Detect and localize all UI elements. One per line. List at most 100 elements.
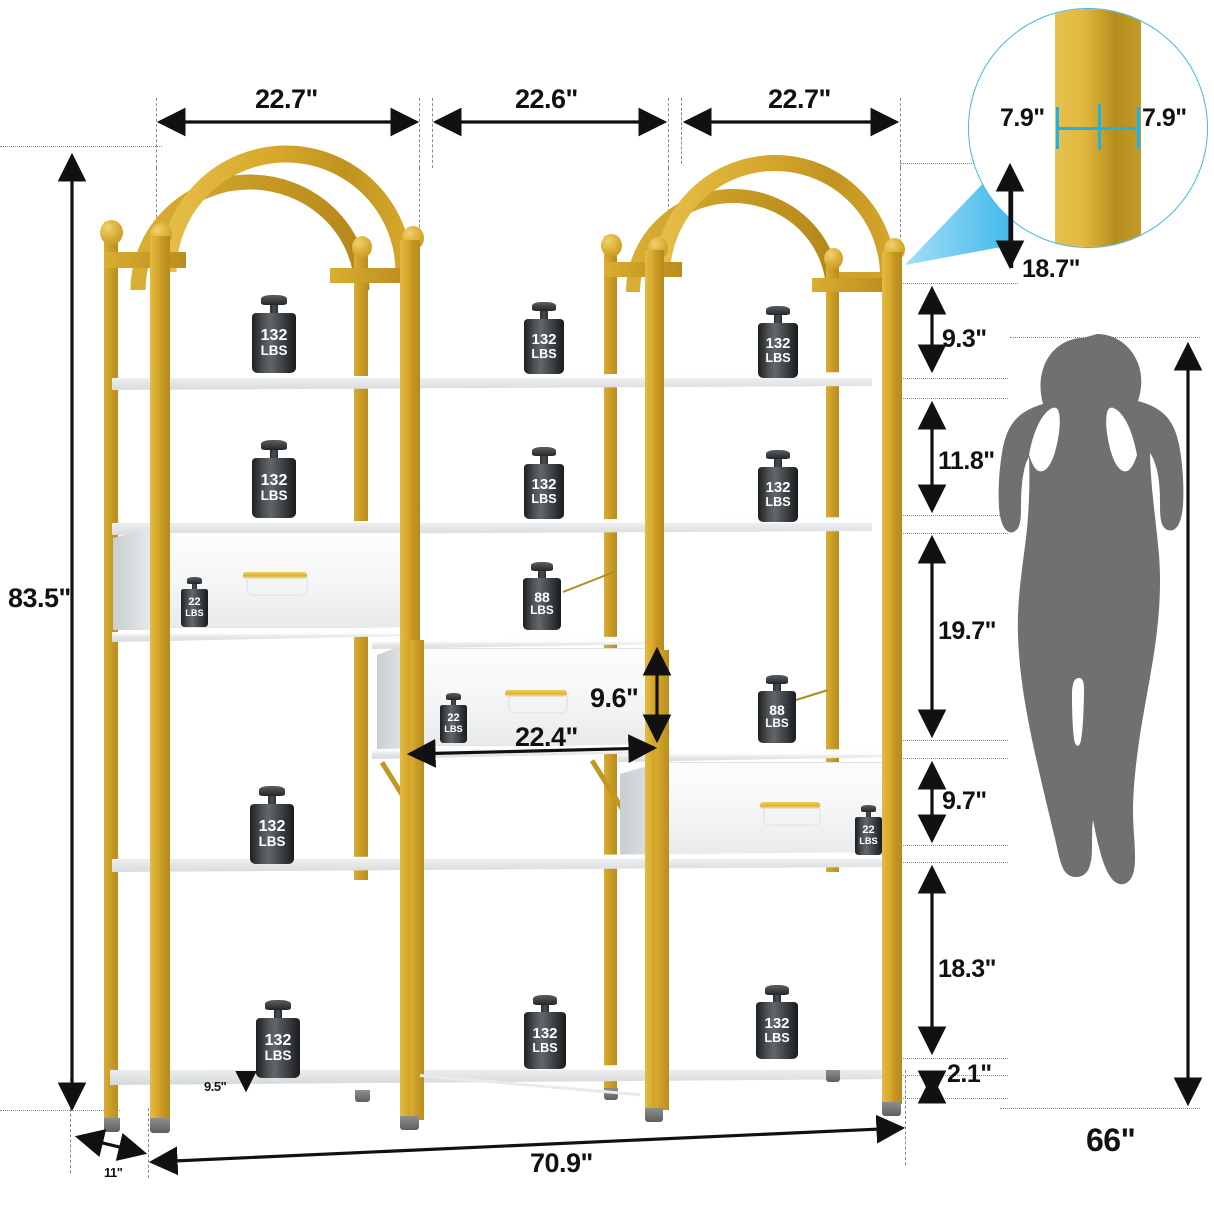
bottom-brace-left	[420, 1074, 640, 1100]
guide-line	[900, 168, 901, 278]
post-mid-left	[410, 640, 424, 1120]
weight-value: 132	[260, 471, 288, 489]
weight-icon: 132 LBS	[256, 1000, 300, 1078]
weight-body: 22 LBS	[855, 816, 882, 855]
bookshelf-illustration	[100, 145, 905, 1133]
center-drawer-handle[interactable]	[505, 690, 567, 697]
weight-neck	[540, 311, 548, 319]
post-mid-right	[655, 650, 669, 1110]
dim-arch-height: 18.7"	[1022, 255, 1081, 283]
weight-value: 132	[764, 1015, 790, 1033]
weight-neck	[191, 583, 198, 589]
dim-top-post-to-shelf: 9.3"	[942, 325, 987, 353]
dim-person-height: 66"	[1086, 1122, 1136, 1158]
guide-line	[898, 515, 1008, 516]
weight-unit: LBS	[258, 834, 286, 850]
right-drawer-handle[interactable]	[760, 802, 820, 809]
weight-body: 132 LBS	[758, 466, 798, 522]
left-drawer-side	[113, 528, 151, 630]
weight-icon: 22 LBS	[181, 577, 208, 627]
left-drawer-handle[interactable]	[243, 572, 307, 579]
weight-icon: 22 LBS	[440, 693, 467, 743]
weight-value: 22	[188, 596, 201, 609]
weight-unit: LBS	[859, 835, 878, 846]
weight-value: 132	[531, 330, 557, 348]
guide-line	[898, 1058, 1008, 1059]
weight-knob	[530, 562, 554, 571]
weight-body: 132 LBS	[758, 322, 798, 378]
weight-knob	[860, 805, 877, 812]
weight-knob	[764, 985, 790, 995]
foot	[355, 1090, 370, 1102]
weight-body: 132 LBS	[252, 312, 296, 373]
dim-depth: 11"	[104, 1165, 123, 1180]
weight-unit: LBS	[185, 607, 204, 618]
guide-line	[1000, 1108, 1200, 1109]
weight-unit: LBS	[260, 343, 288, 359]
guide-line	[898, 378, 1008, 379]
weight-value: 132	[531, 475, 557, 493]
guide-line	[898, 1098, 1008, 1099]
weight-knob	[186, 577, 203, 584]
guide-line	[898, 398, 1008, 399]
guide-line	[0, 146, 162, 147]
weight-neck	[538, 570, 546, 578]
dim-shelf-gap-4: 18.3"	[938, 955, 997, 983]
guide-line	[156, 98, 157, 168]
finial-ball	[824, 248, 843, 269]
weight-neck	[773, 683, 781, 691]
rail-top-left-2	[330, 268, 410, 283]
foot	[645, 1108, 663, 1122]
weight-neck	[269, 305, 279, 313]
arch-front-right	[654, 155, 896, 277]
weight-unit: LBS	[531, 491, 557, 506]
shelf-fourth-face	[112, 859, 896, 872]
weight-knob	[261, 440, 287, 451]
weight-icon: 132 LBS	[524, 447, 564, 519]
dim-shelf-gap-1: 11.8"	[938, 447, 995, 475]
guide-line	[898, 533, 1008, 534]
dim-center-bay-width: 22.6"	[515, 84, 578, 114]
weight-icon: 22 LBS	[855, 805, 882, 855]
callout-dim-line-right	[1099, 127, 1140, 130]
weight-unit: LBS	[530, 603, 554, 617]
weight-icon: 132 LBS	[252, 440, 296, 518]
dim-shelf-gap-2: 19.7"	[938, 617, 997, 645]
finial-ball	[601, 234, 622, 257]
weight-neck	[774, 315, 782, 323]
weight-icon: 132 LBS	[250, 786, 294, 864]
weight-value: 88	[534, 589, 550, 606]
post-front-left-outer	[150, 236, 170, 1120]
weight-icon: 88 LBS	[523, 562, 561, 630]
dim-total-height: 83.5"	[8, 583, 71, 613]
left-drawer-handle-shadow	[246, 578, 308, 596]
weight-icon: 132 LBS	[758, 450, 798, 522]
weight-unit: LBS	[532, 1040, 558, 1055]
foot	[826, 1070, 840, 1082]
shelf-top-face	[112, 378, 872, 390]
guide-line	[419, 98, 420, 168]
callout-left-label: 7.9"	[1000, 104, 1045, 132]
weight-unit: LBS	[765, 494, 791, 509]
weight-body: 88 LBS	[758, 690, 796, 743]
weight-knob	[532, 302, 556, 312]
weight-icon: 132 LBS	[524, 995, 566, 1069]
finial-ball	[100, 220, 123, 245]
weight-body: 132 LBS	[250, 803, 294, 864]
weight-neck	[540, 1004, 550, 1012]
guide-line	[70, 1078, 71, 1173]
weight-neck	[269, 450, 279, 458]
weight-body: 132 LBS	[252, 457, 296, 518]
weight-icon: 132 LBS	[756, 985, 798, 1059]
foot	[400, 1116, 419, 1130]
weight-unit: LBS	[531, 346, 557, 361]
weight-body: 132 LBS	[524, 318, 564, 374]
right-drawer-handle-shadow	[763, 808, 821, 826]
weight-body: 88 LBS	[523, 577, 561, 630]
weight-knob	[532, 447, 556, 457]
weight-neck	[540, 456, 548, 464]
guide-line	[148, 1108, 149, 1178]
weight-knob	[766, 450, 790, 460]
dim-right-bay-width: 22.7"	[768, 84, 831, 114]
weight-neck	[865, 811, 872, 817]
